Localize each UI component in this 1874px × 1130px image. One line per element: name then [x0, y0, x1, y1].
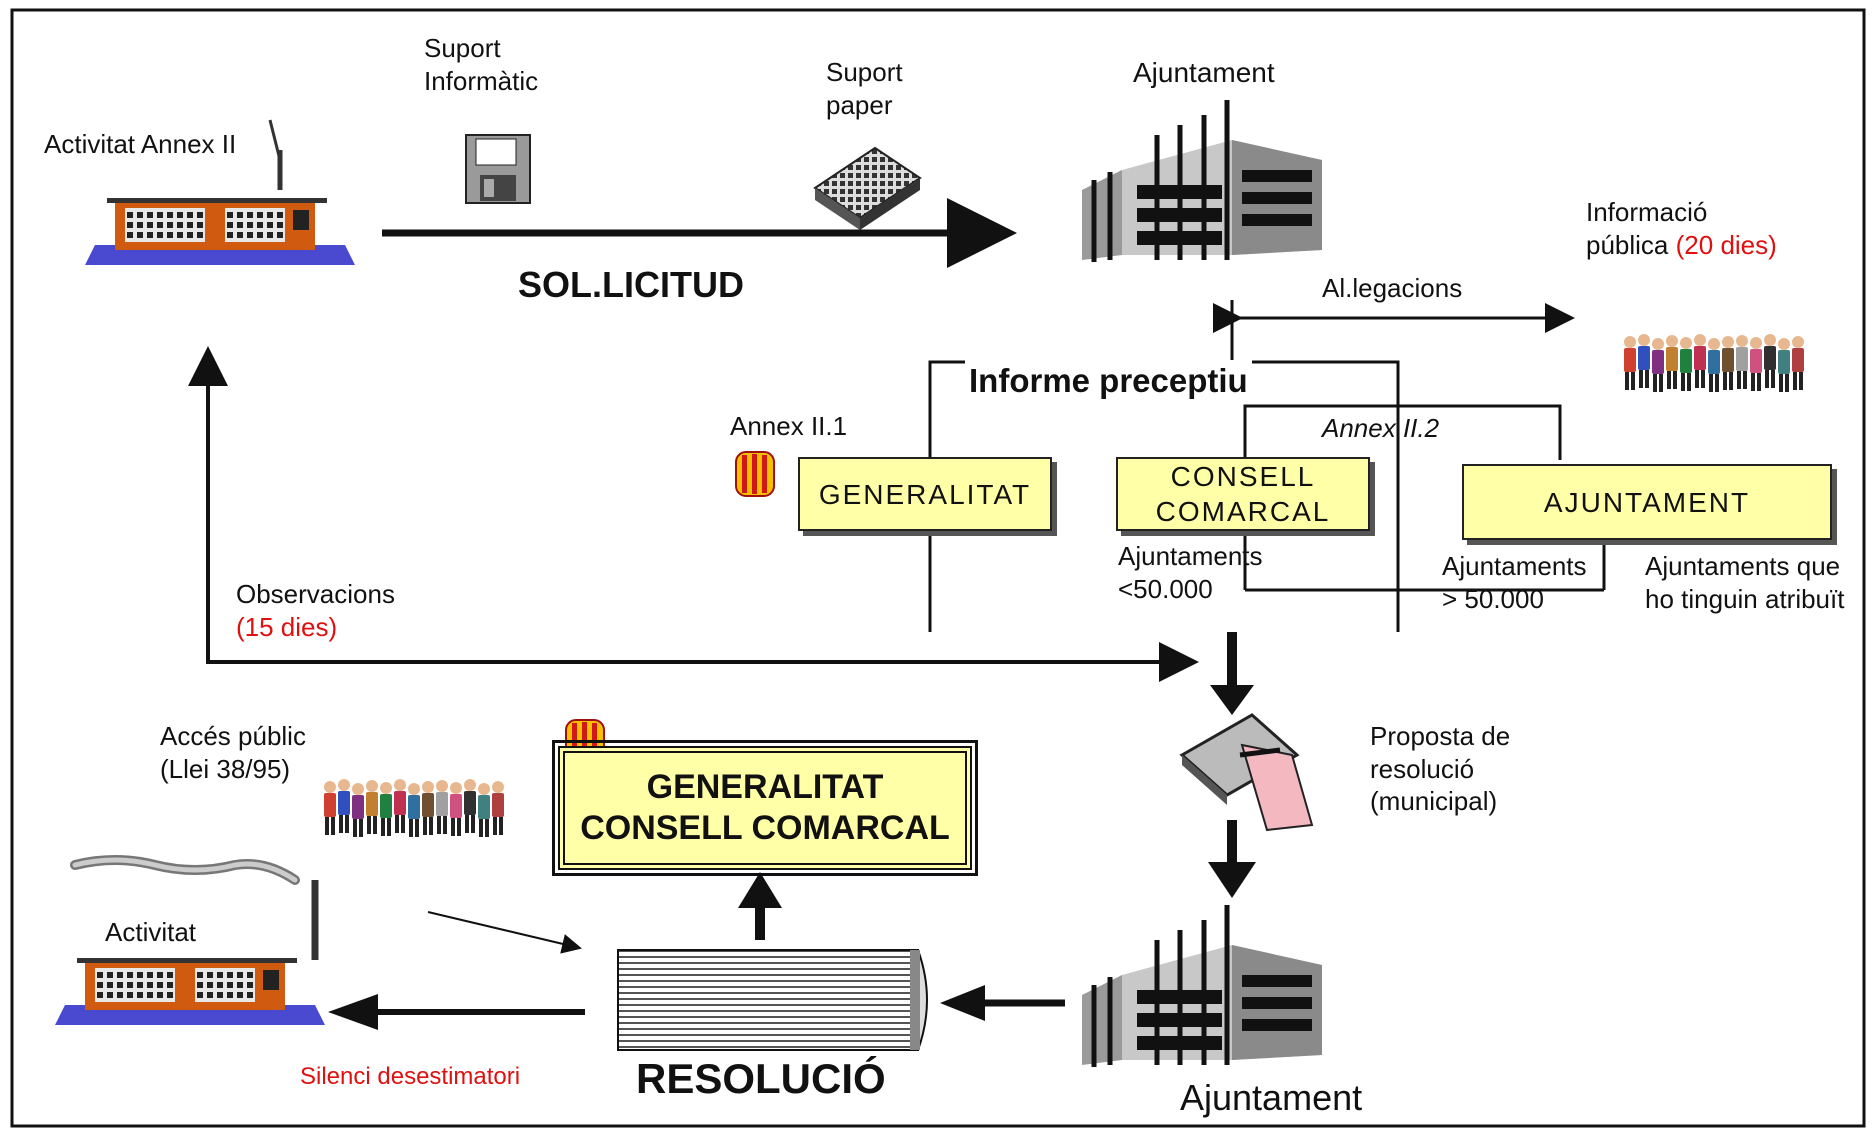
resolution-box-line1: GENERALITAT [646, 768, 884, 807]
crowd-icon [1624, 334, 1804, 392]
suport-paper-label: Suport paper [826, 57, 903, 120]
city-hall-icon [1082, 905, 1322, 1067]
floppy-disk-icon [465, 134, 531, 204]
factory-icon [85, 119, 355, 265]
ajuntament-bottom-label: Ajuntament [1180, 1077, 1363, 1118]
resolution-arrow-head [940, 985, 985, 1021]
silenci-label: Silenci desestimatori [300, 1063, 521, 1090]
document-hand-icon [1179, 713, 1314, 832]
paper-stack-icon [813, 146, 922, 230]
diagram-frame [10, 8, 1866, 1128]
catalan-shield-icon [735, 451, 775, 497]
consell-comarcal-box: CONSELL COMARCAL [1116, 457, 1370, 531]
up-arrow-head [738, 872, 782, 908]
acces-public-label: Accés públic (Llei 38/95) [160, 721, 306, 784]
acces-arrow [427, 911, 582, 954]
down-arrow2-head [1208, 862, 1256, 898]
activitat-annex-label: Activitat Annex II [44, 129, 237, 159]
ajuntament-box: AJUNTAMENT [1462, 464, 1832, 540]
city-hall-icon [1082, 100, 1322, 262]
generalitat-box-label: GENERALITAT [818, 478, 1032, 510]
annex-ii1-label: Annex II.1 [730, 411, 848, 441]
crowd-icon [324, 779, 504, 837]
informacio-days: (20 dies) [1675, 229, 1777, 260]
resolution-paper-stack-icon [617, 949, 928, 1051]
ajuntaments-lt-label: Ajuntaments <50.000 [1118, 541, 1263, 604]
factory-icon [55, 855, 325, 1025]
to-activitat-arrow-head [328, 994, 378, 1030]
consell-box-line2: COMARCAL [1155, 496, 1331, 527]
atribuit-label: Ajuntaments que ho tinguin atribuït [1645, 551, 1845, 614]
sollicitud-label: SOL.LICITUD [518, 264, 744, 305]
suport-informatic-label: Suport Informàtic [424, 33, 539, 96]
down-arrow-head [1210, 685, 1254, 715]
proposta-label: Proposta de resolució (municipal) [1370, 721, 1511, 816]
observacions-label: Observacions (15 dies) [236, 579, 395, 642]
ajuntaments-gt-label: Ajuntaments > 50.000 [1442, 551, 1587, 614]
allegacions-label: Al.legacions [1322, 273, 1463, 303]
annex-ii2-label: Annex II.2 [1322, 413, 1440, 443]
resolucio-label: RESOLUCIÓ [636, 1055, 886, 1102]
consell-box-line1: CONSELL [1170, 461, 1316, 492]
generalitat-box: GENERALITAT [798, 457, 1052, 531]
informacio-publica-label: Informació pública (20 dies) [1586, 197, 1777, 260]
ajuntament-box-label: AJUNTAMENT [1543, 486, 1751, 518]
ajuntament-top-label: Ajuntament [1133, 57, 1275, 88]
generalitat-consell-resolution-box: GENERALITAT CONSELL COMARCAL [552, 740, 978, 876]
resolution-box-line2: CONSELL COMARCAL [580, 809, 950, 847]
activitat-label: Activitat [105, 917, 197, 947]
informe-preceptiu-label: Informe preceptiu [965, 360, 1252, 402]
